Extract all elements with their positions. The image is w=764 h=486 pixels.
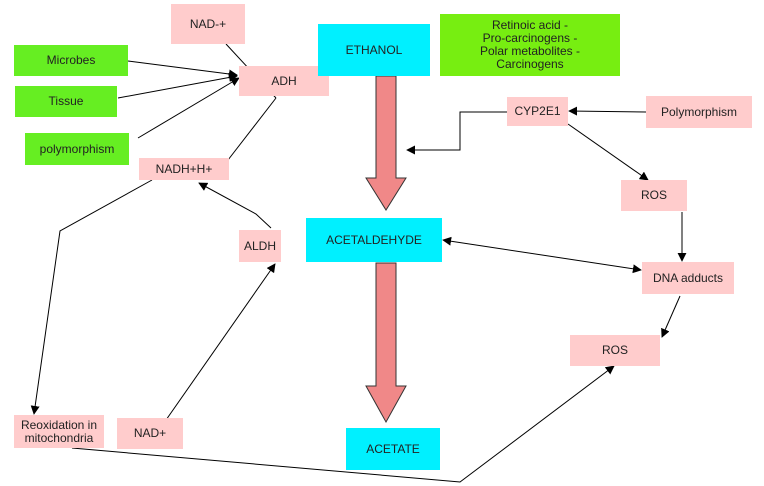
polymorphism-to-adh-connector	[137, 77, 240, 139]
adh-node: ADH	[239, 66, 329, 96]
aldh-to-nadh-connector	[198, 182, 272, 229]
polymorphism-left-node: polymorphism	[25, 133, 129, 165]
ros-bottom-node: ROS	[570, 335, 660, 366]
ros-top-node: ROS	[621, 180, 687, 211]
microbes-node: Microbes	[14, 45, 128, 76]
nadh-to-reoxidation-connector	[30, 179, 153, 415]
polymorphism-to-cyp2e1-connector	[568, 106, 647, 116]
acetaldehyde-dna-adducts-connector	[442, 236, 642, 274]
tissue-to-adh-connector	[117, 73, 238, 99]
microbes-to-adh-connector	[127, 60, 238, 79]
dna-adducts-to-ros-connector	[661, 295, 681, 338]
nad-plus-top-node: NAD-+	[171, 4, 245, 44]
acetate-node: ACETATE	[346, 428, 440, 470]
tissue-node: Tissue	[15, 86, 117, 117]
reoxidation-to-ros-connector	[71, 365, 615, 483]
cyp2e1-node: CYP2E1	[507, 97, 568, 126]
polymorphism-right-node: Polymorphism	[646, 96, 752, 128]
acetaldehyde-to-acetate-arrow	[365, 262, 407, 424]
nad-to-aldh-connector	[165, 263, 276, 421]
ethanol-node: ETHANOL	[318, 24, 430, 76]
nad-plus-bottom-node: NAD+	[117, 418, 183, 449]
nadh-node: NADH+H+	[139, 158, 229, 180]
cyp2e1-to-ros-connector	[567, 123, 649, 181]
acetaldehyde-node: ACETALDEHYDE	[306, 218, 442, 262]
ethanol-to-acetaldehyde-arrow	[365, 75, 407, 211]
adh-to-nadh-connector	[227, 97, 277, 161]
cyp2e1-to-ethanol-pathway-connector	[406, 111, 507, 155]
reoxidation-node: Reoxidation in mitochondria	[14, 415, 104, 448]
retinoic-acid-node: Retinoic acid - Pro-carcinogens - Polar …	[440, 14, 620, 76]
dna-adducts-node: DNA adducts	[642, 262, 734, 294]
aldh-node: ALDH	[239, 230, 281, 262]
